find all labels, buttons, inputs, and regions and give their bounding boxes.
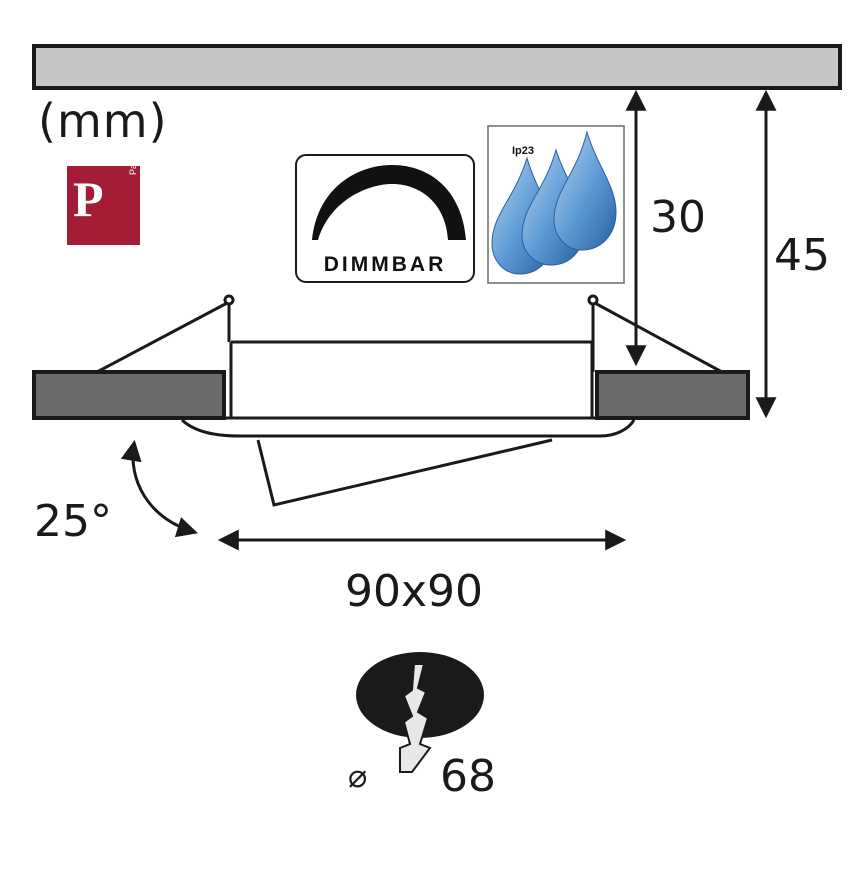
spring-clip-right [587, 294, 723, 374]
total-height-label: 45 [774, 230, 830, 281]
tilted-insert [256, 438, 553, 507]
frame-flange-right [595, 370, 750, 420]
ceiling-panel [32, 44, 842, 90]
frame-body [180, 340, 636, 438]
drill-hole-icon [356, 652, 484, 773]
drill-bit-icon [399, 663, 432, 773]
paulmann-logo [67, 166, 140, 245]
diameter-symbol: ⌀ [348, 757, 368, 795]
mounting-depth-label: 30 [650, 192, 706, 243]
dimmer-arc-icon [312, 165, 466, 240]
dimmable-badge [295, 154, 475, 283]
dimmable-label: DIMMBAR [323, 253, 447, 276]
ip-rating-badge [487, 125, 625, 284]
frame-size-label: 90x90 [345, 566, 484, 617]
ip-rating-label: Ip23 [512, 145, 535, 157]
tilt-angle-arrow [120, 439, 199, 538]
brand-letter: P [73, 171, 104, 227]
unit-label: (mm) [38, 94, 168, 148]
frame-flange-left [32, 370, 226, 420]
water-drops-icon [491, 130, 617, 275]
brand-name: Paulmann [128, 134, 138, 175]
spring-clip-left [96, 294, 235, 374]
tilt-angle-label: 25° [34, 496, 112, 547]
cutout-diameter-label: 68 [440, 751, 496, 802]
